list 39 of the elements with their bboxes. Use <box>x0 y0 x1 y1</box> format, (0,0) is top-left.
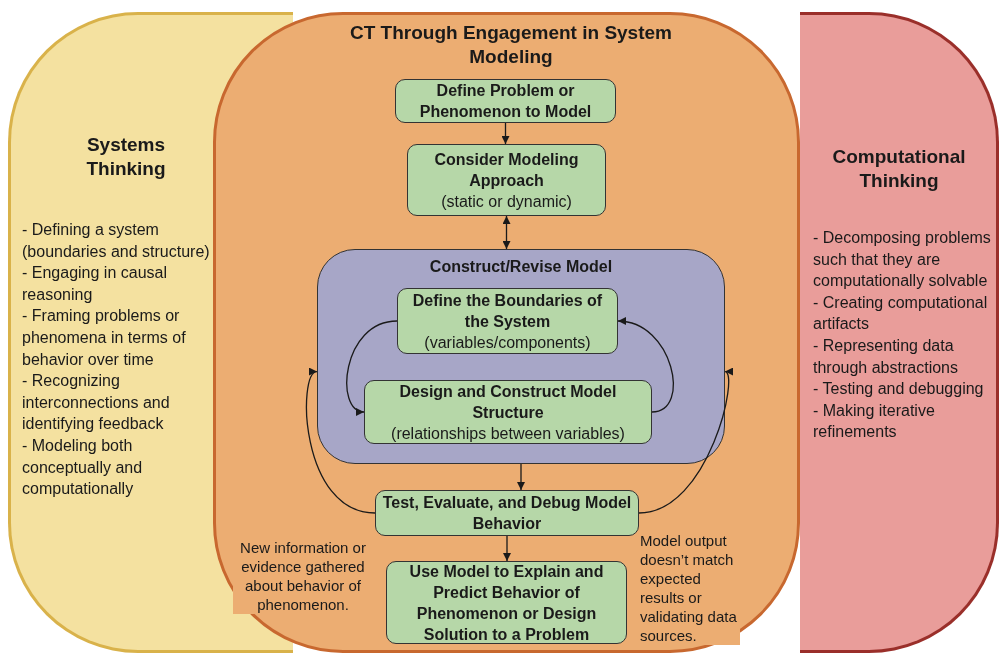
arrow <box>346 320 398 414</box>
arrow <box>503 535 511 562</box>
bullet-item: - Representing data through abstractions <box>813 335 959 378</box>
process-box <box>364 380 652 444</box>
box-subtitle: (variables/components) <box>424 332 591 353</box>
process-box <box>395 79 616 123</box>
arrow <box>305 370 376 514</box>
group-box <box>317 249 725 464</box>
box-title: Define Problem or Phenomenon to Model <box>418 81 593 122</box>
arrow <box>502 215 511 250</box>
box-title: Use Model to Explain and Predict Behavior of Phenomenon or Design Solution to a Problem <box>408 561 605 645</box>
bullet-item: - Creating computational artifacts <box>813 292 989 335</box>
bullet-item: - Modeling both conceptually and computationally <box>22 435 144 500</box>
box-title: Consider Modeling Approach <box>433 149 580 191</box>
box-title: Define the Boundaries of the System <box>411 290 604 332</box>
arrow <box>638 370 734 514</box>
bullet-item: - Recognizing interconnections and identifying feedback <box>22 371 171 435</box>
box-subtitle: (relationships between variables) <box>391 423 625 444</box>
bullet-item: - Decomposing problems such that they are computationally solvable <box>813 228 992 292</box>
arrow <box>617 318 674 413</box>
rounded-region <box>800 12 999 653</box>
process-box <box>397 288 618 354</box>
bullet-item: - Engaging in causal reasoning <box>22 263 168 305</box>
process-box <box>386 561 627 644</box>
box-title: Design and Construct Model Structure <box>398 381 618 423</box>
bullet-item: - Testing and debugging <box>813 379 985 400</box>
box-title: Test, Evaluate, and Debug Model Behavior <box>381 493 633 534</box>
bullet-item: - Defining a system (boundaries and structure) <box>22 220 211 262</box>
arrow <box>517 463 525 491</box>
bullet-item: - Framing problems or phenomena in terms of behavior over time <box>22 306 187 370</box>
region-heading: Computational Thinking <box>831 145 967 193</box>
region-heading: CT Through Engagement in System Modeling <box>349 21 673 69</box>
rounded-region <box>213 12 800 653</box>
box-subtitle: (static or dynamic) <box>441 191 572 212</box>
arrow <box>501 122 510 145</box>
group-title: Construct/Revise Model <box>428 258 614 276</box>
region-heading: Systems Thinking <box>85 133 167 181</box>
bullet-item: - Making iterative refinements <box>813 400 936 443</box>
process-box <box>407 144 606 216</box>
